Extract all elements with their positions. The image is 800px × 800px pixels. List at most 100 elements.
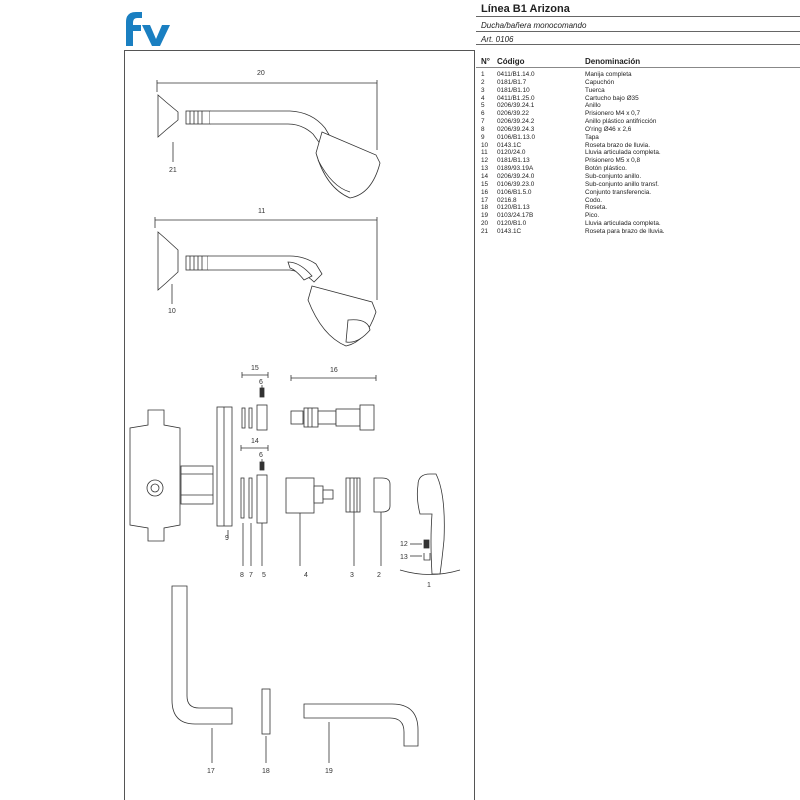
title-underline <box>476 16 800 17</box>
part-code: 0143.1C <box>497 227 522 235</box>
part-number: 6 <box>481 110 485 118</box>
cap-2 <box>373 477 391 513</box>
part-number: 16 <box>481 188 489 196</box>
nut-3 <box>345 477 361 513</box>
part-name: Sub-conjunto anillo. <box>585 172 642 180</box>
part-number: 14 <box>481 172 489 180</box>
fv-logo <box>120 8 172 48</box>
part-number: 10 <box>481 141 489 149</box>
part-number: 13 <box>481 165 489 173</box>
part-number: 7 <box>481 118 485 126</box>
part-name: Anillo plástico antifricción <box>585 118 657 126</box>
part-number: 20 <box>481 220 489 228</box>
part-name: Capuchón <box>585 78 615 86</box>
drawing-frame <box>124 50 475 800</box>
label-11: 11 <box>258 208 265 215</box>
label-18: 18 <box>262 768 270 775</box>
label-3: 3 <box>350 572 354 579</box>
part-code: 0106/B1.13.0 <box>497 133 536 141</box>
product-title: Línea B1 Arizona <box>481 3 570 15</box>
part-number: 5 <box>481 102 485 110</box>
part-code: 0181/B1.13 <box>497 157 530 165</box>
table-header-number: N° <box>481 57 490 66</box>
part-name: Lluvia articulada completa. <box>585 149 661 157</box>
part-code: 0106/39.23.0 <box>497 180 535 188</box>
part-name: Pico. <box>585 212 600 220</box>
transfer-set-16 <box>290 375 377 431</box>
part-number: 1 <box>481 71 485 78</box>
label-12: 12 <box>400 541 408 548</box>
part-name: Lluvia articulada completa. <box>585 220 661 228</box>
label-7: 7 <box>249 572 253 579</box>
rosette-18 <box>261 688 271 735</box>
part-code: 0181/B1.10 <box>497 86 530 94</box>
part-number: 3 <box>481 86 485 94</box>
cover-plate-9 <box>216 406 233 527</box>
label-17: 17 <box>207 768 215 775</box>
label-6b: 6 <box>259 452 263 459</box>
part-name: Cartucho bajo Ø35 <box>585 94 639 102</box>
part-code: 0103/24.17B <box>497 212 534 220</box>
table-header-rule <box>476 67 800 68</box>
part-code: 0106/B1.5.0 <box>497 188 532 196</box>
part-code: 0206/39.24.1 <box>497 102 535 110</box>
label-4: 4 <box>304 572 308 579</box>
label-5: 5 <box>262 572 266 579</box>
part-number: 18 <box>481 204 489 212</box>
part-number: 11 <box>481 149 488 157</box>
part-code: 0120/24.0 <box>497 149 526 157</box>
part-code: 0206/39.22 <box>497 110 529 118</box>
part-number: 8 <box>481 125 485 133</box>
part-name: Botón plástico. <box>585 165 627 173</box>
label-10: 10 <box>168 308 176 315</box>
part-number: 2 <box>481 78 485 86</box>
label-15: 15 <box>251 365 259 372</box>
label-14: 14 <box>251 438 259 445</box>
part-name: Roseta para brazo de lluvia. <box>585 227 665 235</box>
part-code: 0189/93.19A <box>497 165 534 173</box>
article-underline <box>476 44 800 45</box>
article-number: Art. 0106 <box>481 35 514 44</box>
product-subtitle: Ducha/bañera monocomando <box>481 21 587 30</box>
elbow-17 <box>171 585 233 725</box>
part-number: 12 <box>481 157 489 165</box>
spout-19 <box>303 703 419 747</box>
part-name: Sub-conjunto anillo transf. <box>585 180 659 188</box>
part-code: 0216.8 <box>497 196 517 204</box>
label-21: 21 <box>169 167 177 174</box>
part-code: 0411/B1.25.0 <box>497 94 535 102</box>
part-number: 19 <box>481 212 489 220</box>
part-name: O'ring Ø46 x 2,6 <box>585 125 632 133</box>
label-13: 13 <box>400 554 408 561</box>
part-code: 0120/B1.13 <box>497 204 530 212</box>
part-code: 0120/B1.0 <box>497 220 527 228</box>
part-number: 15 <box>481 180 489 188</box>
part-number: 17 <box>481 196 489 204</box>
label-2: 2 <box>377 572 381 579</box>
label-6a: 6 <box>259 379 263 386</box>
part-name: Roseta brazo de lluvia. <box>585 141 651 149</box>
shower-assembly-11 <box>154 217 378 347</box>
part-number: 4 <box>481 94 485 102</box>
part-name: Roseta. <box>585 204 608 212</box>
part-name: Prisionero M4 x 0,7 <box>585 110 641 118</box>
part-code: 0143.1C <box>497 141 522 149</box>
part-name: Prisionero M5 x 0,8 <box>585 157 641 165</box>
part-code: 0181/B1.7 <box>497 78 527 86</box>
part-code: 0206/39.24.2 <box>497 118 535 126</box>
cartridge-4 <box>285 477 315 514</box>
part-name: Manija completa <box>585 71 632 78</box>
label-16: 16 <box>330 367 338 374</box>
part-name: Conjunto transferencia. <box>585 188 652 196</box>
part-name: Tuerca <box>585 86 605 94</box>
part-code: 0206/39.24.0 <box>497 172 535 180</box>
label-1: 1 <box>427 582 431 589</box>
subtitle-underline <box>476 31 800 32</box>
table-header-code: Código <box>497 57 525 66</box>
shower-arm-assembly-20 <box>156 80 381 199</box>
part-code: 0206/39.24.3 <box>497 125 535 133</box>
label-8: 8 <box>240 572 244 579</box>
handle-1 <box>416 473 445 575</box>
label-19: 19 <box>325 768 333 775</box>
